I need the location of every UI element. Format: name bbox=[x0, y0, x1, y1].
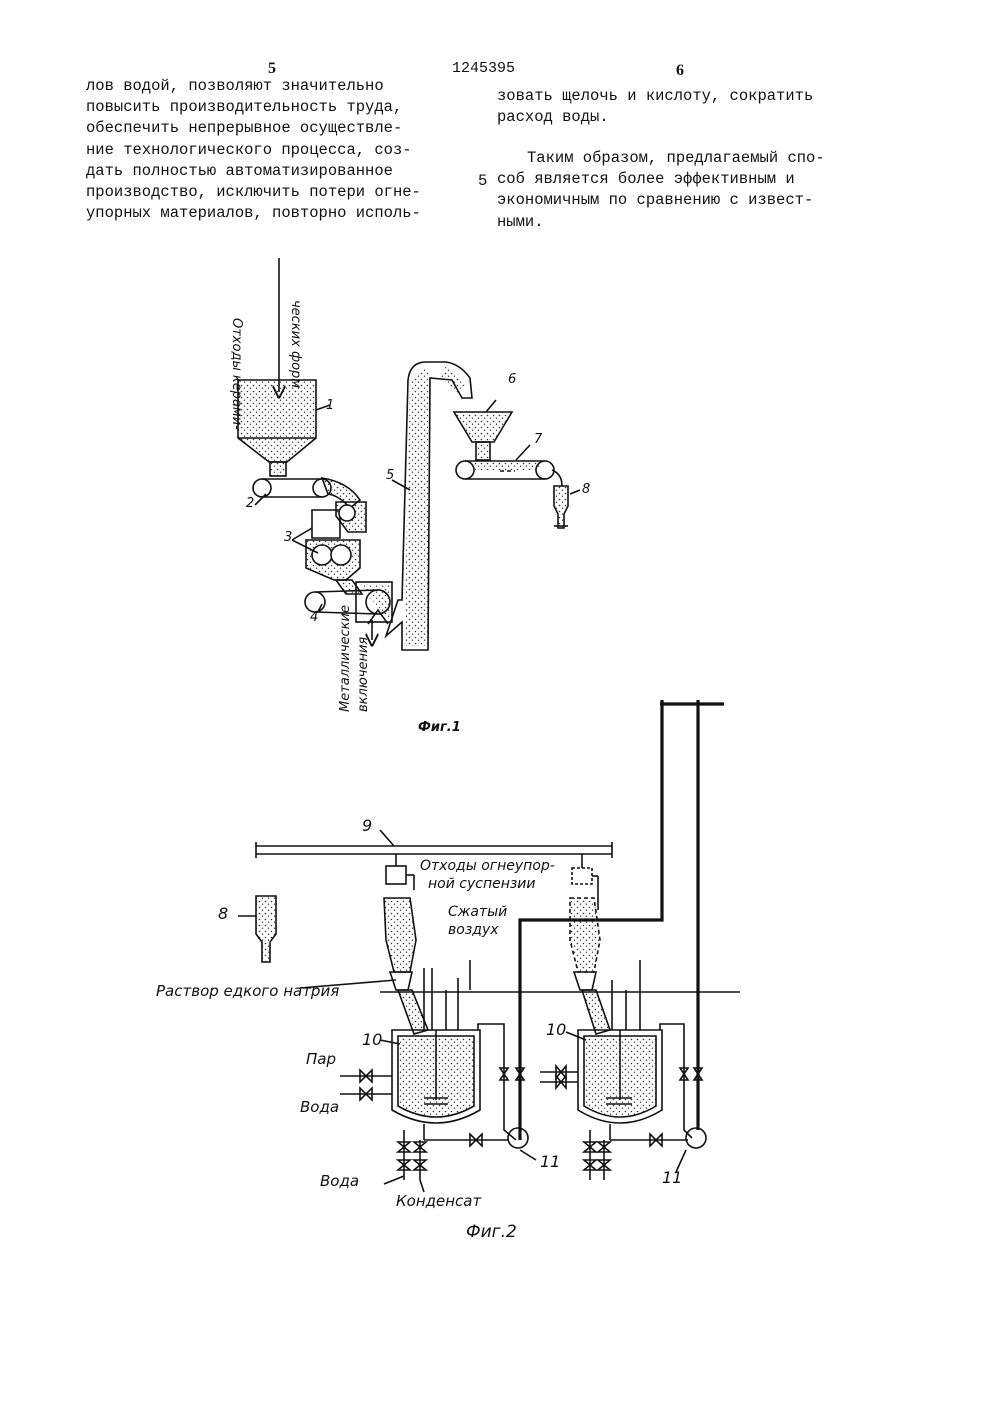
patent-number: 1245395 bbox=[452, 60, 515, 77]
fig2-number-10-left: 10 bbox=[362, 1030, 382, 1049]
fig1-number-6: 6 bbox=[508, 372, 516, 387]
text-line: Таким образом, предлагаемый спо- bbox=[497, 148, 825, 169]
fig1-number-2: 2 bbox=[246, 496, 254, 511]
text-line: ными. bbox=[497, 212, 825, 233]
text-line: лов водой, позволяют значительно bbox=[86, 76, 421, 97]
fig2-condensate-label: Конденсат bbox=[396, 1192, 481, 1210]
fig1-number-5: 5 bbox=[386, 468, 394, 483]
fig1-caption: Фиг.1 bbox=[418, 720, 461, 735]
text-line: зовать щелочь и кислоту, сократить bbox=[497, 86, 813, 107]
fig2-air-label-line2: воздух bbox=[448, 922, 499, 938]
text-line: дать полностью автоматизированное bbox=[86, 161, 421, 182]
fig2-waste-label-line1: Отходы огнеупор- bbox=[420, 858, 555, 874]
fig2-water-label: Вода bbox=[300, 1098, 339, 1116]
fig2-number-8: 8 bbox=[218, 904, 228, 923]
fig2-waste-label-line2: ной суспензии bbox=[428, 876, 536, 892]
fig2-number-11-left: 11 bbox=[540, 1152, 560, 1171]
fig2-steam-label: Пар bbox=[306, 1050, 336, 1068]
fig1-input-label-line2: ческих форм bbox=[288, 300, 303, 388]
fig1-number-8: 8 bbox=[582, 482, 590, 497]
fig2-number-9: 9 bbox=[362, 816, 372, 835]
fig2-air-label-line1: Сжатый bbox=[448, 904, 507, 920]
right-column-text-top: зовать щелочь и кислоту, сократить расхо… bbox=[497, 86, 813, 128]
text-line: обеспечить непрерывное осуществле- bbox=[86, 118, 421, 139]
fig1-output-label-line1: Металлические bbox=[338, 605, 353, 712]
left-column-text: лов водой, позволяют значительно повысит… bbox=[86, 76, 421, 224]
fig2-number-11-right: 11 bbox=[662, 1168, 682, 1187]
fig2-naoh-label: Раствор едкого натрия bbox=[156, 982, 339, 1000]
fig2-water-bottom-label: Вода bbox=[320, 1172, 359, 1190]
text-line: расход воды. bbox=[497, 107, 813, 128]
text-line: повысить производительность труда, bbox=[86, 97, 421, 118]
line-number-marker: 5 bbox=[478, 171, 487, 192]
text-line: соб является более эффективным и bbox=[497, 169, 825, 190]
fig1-number-7: 7 bbox=[534, 432, 542, 447]
fig1-number-3: 3 bbox=[284, 530, 292, 545]
fig2-number-10-right: 10 bbox=[546, 1020, 566, 1039]
text-line: ние технологического процесса, соз- bbox=[86, 140, 421, 161]
fig1-number-1: 1 bbox=[326, 398, 334, 413]
right-column-text-bottom: Таким образом, предлагаемый спо- соб явл… bbox=[497, 148, 825, 233]
fig1-number-4: 4 bbox=[310, 610, 318, 625]
fig1-output-label-line2: включения bbox=[356, 637, 371, 712]
fig1-input-label-line1: Отходы керами- bbox=[229, 318, 244, 430]
text-line: упорных материалов, повторно исполь- bbox=[86, 203, 421, 224]
column-number-right: 6 bbox=[676, 62, 684, 80]
text-line: производство, исключить потери огне- bbox=[86, 182, 421, 203]
fig2-caption: Фиг.2 bbox=[466, 1222, 517, 1242]
text-line: экономичным по сравнению с извест- bbox=[497, 190, 825, 211]
